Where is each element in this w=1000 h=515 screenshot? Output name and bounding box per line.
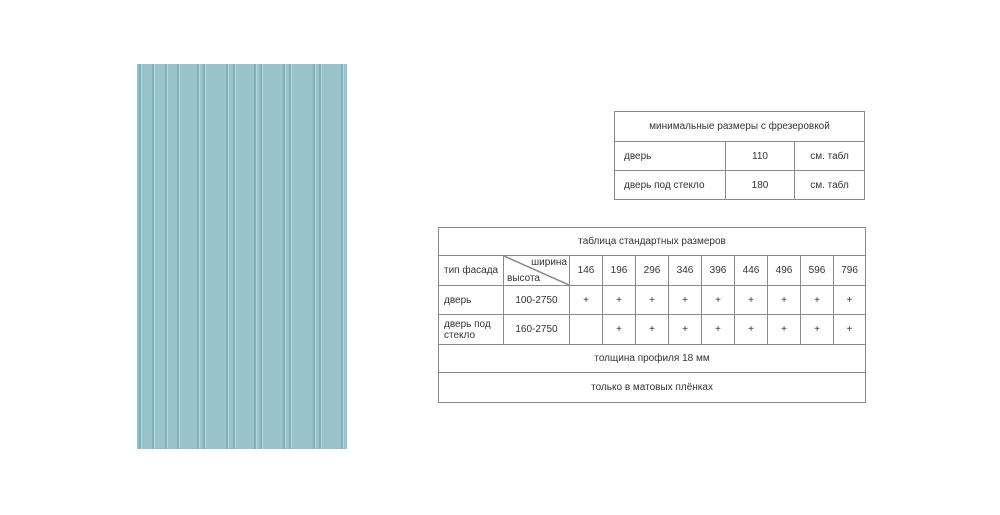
availability-mark: + — [668, 314, 702, 345]
width-header: 446 — [734, 255, 768, 286]
availability-mark: + — [602, 285, 636, 315]
width-header: 146 — [569, 255, 603, 286]
availability-mark: + — [832, 285, 867, 315]
header-width-label: ширина — [531, 257, 567, 268]
availability-mark: + — [602, 314, 636, 345]
row-height-range: 100-2750 — [503, 285, 570, 315]
row-label: дверь под стекло — [614, 170, 726, 200]
availability-mark: + — [800, 285, 834, 315]
availability-mark: + — [635, 314, 669, 345]
panel-groove-highlight — [205, 64, 206, 449]
width-header: 496 — [767, 255, 801, 286]
panel-groove-highlight — [262, 64, 263, 449]
row-type-label: дверь — [438, 285, 504, 315]
availability-mark: + — [635, 285, 669, 315]
width-header: 346 — [668, 255, 702, 286]
panel-groove-highlight — [167, 64, 168, 449]
panel-groove — [341, 64, 343, 449]
availability-mark: + — [800, 314, 834, 345]
header-height-label: высота — [507, 273, 540, 284]
panel-groove — [139, 64, 141, 449]
panel-groove — [254, 64, 256, 449]
panel-groove — [203, 64, 205, 449]
panel-groove — [233, 64, 235, 449]
standard-sizes-table: таблица стандартных размеров тип фасада … — [437, 227, 867, 403]
availability-mark — [569, 314, 603, 345]
panel-groove — [289, 64, 291, 449]
row-value: 180 — [725, 170, 795, 200]
panel-groove-highlight — [343, 64, 344, 449]
row-note: см. табл — [794, 170, 865, 200]
row-height-range: 160-2750 — [503, 314, 570, 345]
availability-mark: + — [734, 314, 768, 345]
panel-groove — [226, 64, 228, 449]
width-header: 196 — [602, 255, 636, 286]
panel-groove — [319, 64, 321, 449]
table-row: дверь 110 см. табл — [614, 141, 865, 171]
panel-groove — [152, 64, 154, 449]
table-row: дверь 100-2750 + + + + + + + + + — [438, 285, 867, 315]
panel-groove-highlight — [315, 64, 316, 449]
row-note: см. табл — [794, 141, 865, 171]
width-header: 596 — [800, 255, 834, 286]
width-header: 296 — [635, 255, 669, 286]
panel-groove-highlight — [291, 64, 292, 449]
panel-groove-highlight — [154, 64, 155, 449]
diagonal-line — [504, 256, 569, 285]
standard-sizes-title: таблица стандартных размеров — [437, 227, 867, 256]
availability-mark: + — [701, 314, 735, 345]
availability-mark: + — [767, 285, 801, 315]
availability-mark: + — [734, 285, 768, 315]
availability-mark: + — [701, 285, 735, 315]
note-matte-films: только в матовых плёнках — [437, 372, 867, 403]
availability-mark: + — [767, 314, 801, 345]
note-profile-thickness: толщина профиля 18 мм — [437, 344, 867, 373]
width-header: 396 — [701, 255, 735, 286]
min-sizes-title: минимальные размеры с фрезеровкой — [614, 111, 865, 142]
panel-groove-highlight — [228, 64, 229, 449]
row-label: дверь — [614, 141, 726, 171]
availability-mark: + — [569, 285, 603, 315]
panel-groove — [313, 64, 315, 449]
facade-panel-image — [137, 64, 347, 449]
row-type-label: дверь под стекло — [438, 314, 504, 345]
table-row: дверь под стекло 160-2750 + + + + + + + … — [438, 314, 867, 345]
header-type: тип фасада — [438, 255, 504, 286]
header-diagonal-cell: ширина высота — [503, 255, 570, 286]
header-row: тип фасада ширина высота 146 196 296 346… — [438, 255, 867, 286]
panel-groove — [197, 64, 199, 449]
panel-groove — [165, 64, 167, 449]
availability-mark: + — [832, 314, 867, 345]
panel-groove — [260, 64, 262, 449]
panel-groove — [283, 64, 285, 449]
table-row: дверь под стекло 180 см. табл — [614, 170, 865, 200]
panel-groove-highlight — [199, 64, 200, 449]
panel-groove-highlight — [235, 64, 236, 449]
availability-mark: + — [668, 285, 702, 315]
panel-groove-highlight — [256, 64, 257, 449]
panel-groove-highlight — [179, 64, 180, 449]
min-sizes-table: минимальные размеры с фрезеровкой дверь … — [614, 111, 865, 200]
width-header: 796 — [832, 255, 867, 286]
panel-groove-highlight — [285, 64, 286, 449]
row-value: 110 — [725, 141, 795, 171]
panel-groove — [177, 64, 179, 449]
panel-groove-highlight — [321, 64, 322, 449]
panel-groove-highlight — [141, 64, 142, 449]
